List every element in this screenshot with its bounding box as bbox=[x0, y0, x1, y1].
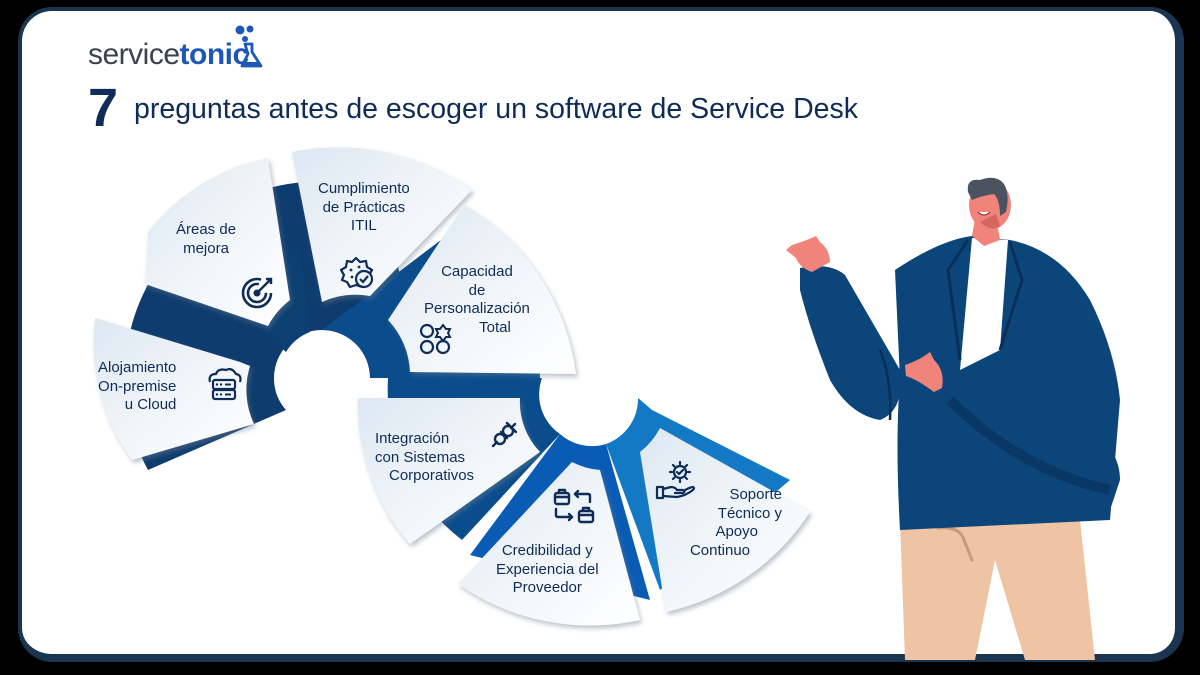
shapes-icon bbox=[419, 323, 452, 355]
tile-alojamiento bbox=[93, 318, 254, 460]
question-credibilidad: Credibilidad y Experiencia del Proveedor bbox=[496, 542, 599, 596]
logo-text-light: service bbox=[88, 38, 180, 71]
title-number: 7 bbox=[88, 78, 119, 138]
transfer-icon bbox=[553, 488, 595, 524]
question-soporte: Soporte Técnico y Apoyo Continuo bbox=[689, 486, 782, 559]
tile-integracion bbox=[357, 398, 540, 544]
support-hand-icon bbox=[655, 460, 696, 500]
flask-icon bbox=[235, 25, 263, 68]
target-icon bbox=[241, 277, 273, 309]
question-integracion: Integración con Sistemas Corporativos bbox=[375, 430, 475, 484]
tile-cumplimiento bbox=[292, 147, 472, 302]
tile-capacidad bbox=[388, 205, 576, 374]
plug-icon bbox=[491, 421, 518, 448]
tile-credibilidad bbox=[458, 462, 640, 626]
question-areas-mejora: Áreas de mejora bbox=[176, 221, 237, 257]
badge-check-icon bbox=[340, 256, 374, 289]
question-capacidad-personalizacion: Capacidad de Personalización Total bbox=[424, 263, 530, 336]
presenter-illustration bbox=[786, 177, 1120, 660]
tile-soporte bbox=[640, 428, 810, 612]
question-cumplimiento-itil: Cumplimiento de Prácticas ITIL bbox=[318, 180, 410, 234]
logo-text-bold: tonic bbox=[179, 38, 250, 71]
question-alojamiento: Alojamiento On-premise u Cloud bbox=[98, 359, 177, 413]
title-text: preguntas antes de escoger un software d… bbox=[134, 93, 858, 125]
cloud-server-icon bbox=[208, 368, 242, 401]
